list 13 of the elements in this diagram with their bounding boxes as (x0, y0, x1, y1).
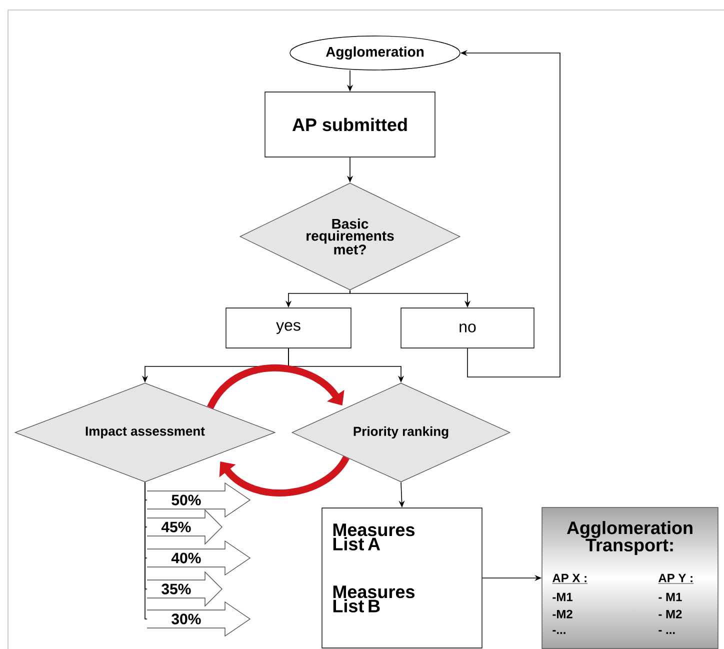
connector (144, 482, 148, 620)
percentage-tab: 40% (146, 540, 251, 576)
percentage-tab: 35% (146, 571, 222, 607)
cycle-arrow (219, 456, 350, 496)
summary-box: Agglomeration Transport: AP X : -M1 -M2 -... AP Y : - M1 - M2 - ... (542, 507, 718, 649)
answer-box: yes (226, 308, 352, 348)
percentage-tab: 30% (146, 601, 251, 637)
cycle-arrow (207, 364, 344, 410)
process-box: AP submitted (264, 92, 436, 158)
measures-box: Measures List A Measures List B (322, 508, 482, 648)
percentage-tab: 45% (146, 509, 222, 545)
answer-box: no (400, 308, 534, 348)
percentage-tab: 50% (146, 482, 251, 518)
